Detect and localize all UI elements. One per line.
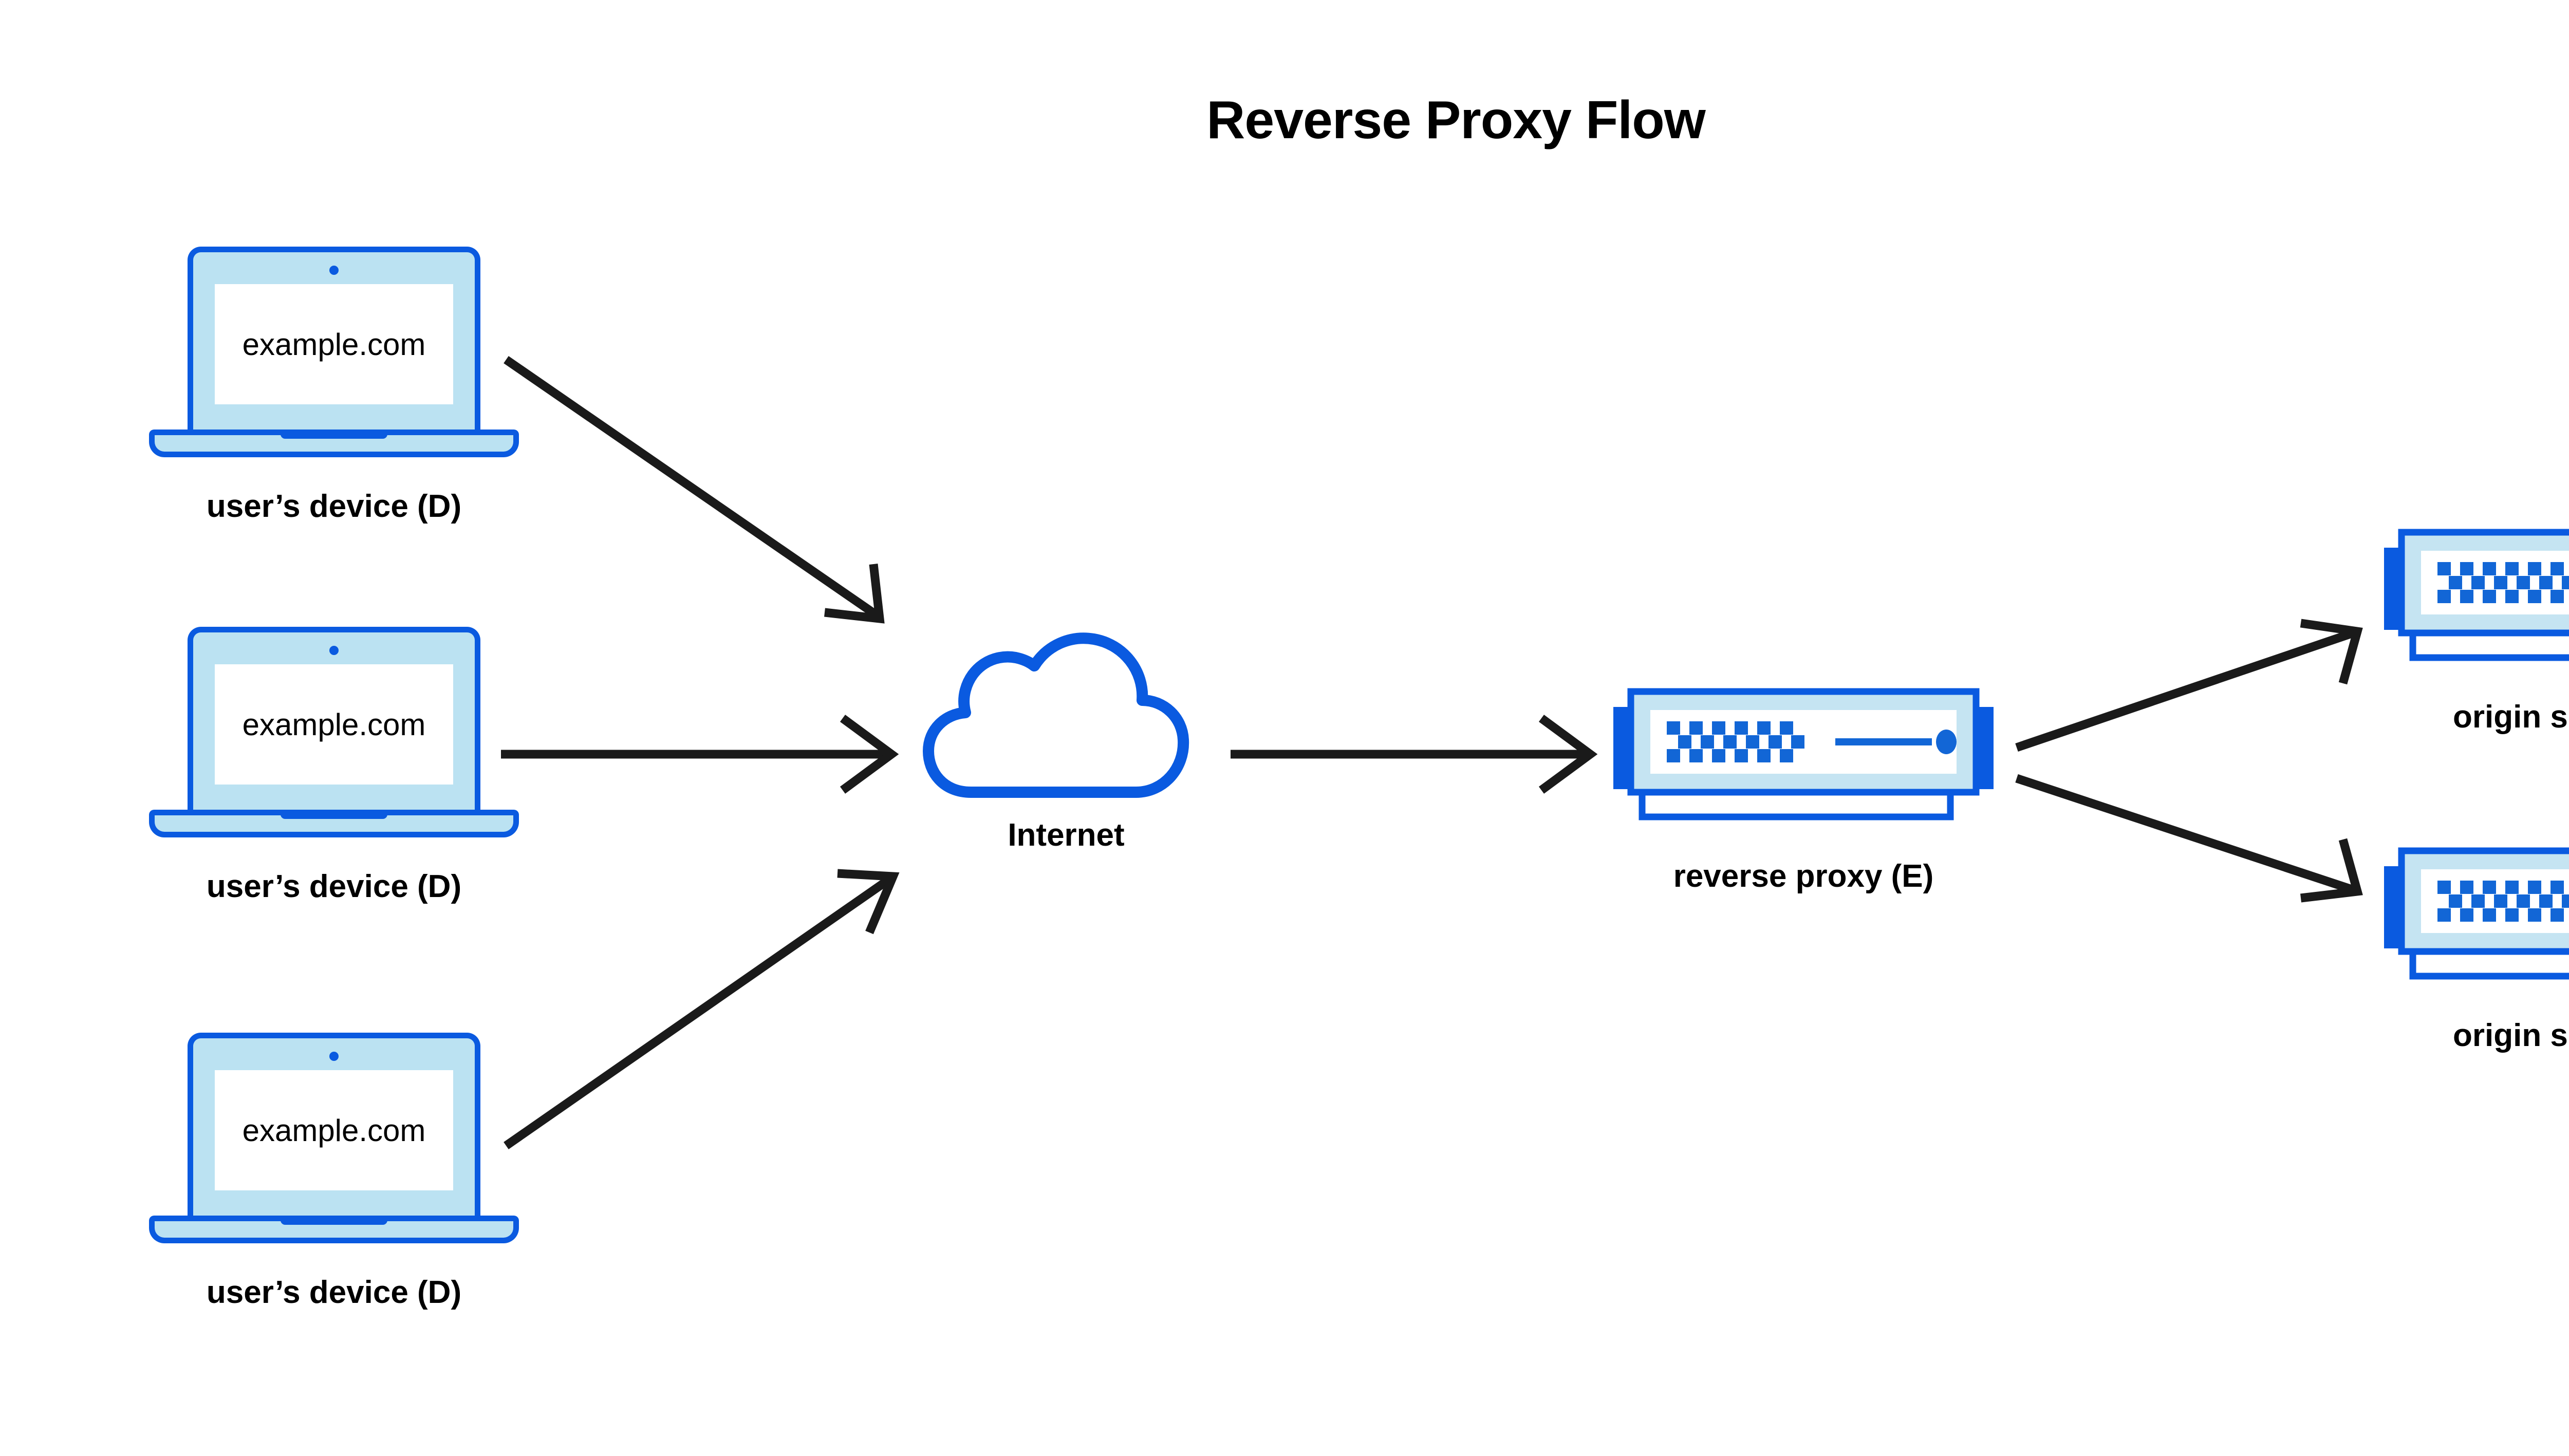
laptop-notch (281, 430, 387, 439)
laptop-lid: example.com (188, 247, 480, 437)
node-label-origin-server-2: origin server (F) (2453, 1018, 2569, 1053)
arrow-device3-to-internet (504, 869, 900, 1149)
node-label-reverse-proxy: reverse proxy (E) (1673, 858, 1934, 894)
node-label-user-device-1: user’s device (D) (206, 489, 462, 524)
laptop-screen: example.com (215, 664, 453, 785)
laptop-screen: example.com (215, 284, 453, 404)
laptop-notch (281, 810, 387, 819)
arrow-proxy-to-origin1 (2015, 619, 2363, 752)
laptop-icon: example.com (149, 1033, 519, 1248)
node-user-device-1[interactable]: example.com user’s device (D) (149, 247, 519, 524)
laptop-screen-text: example.com (242, 327, 426, 362)
laptop-screen-text: example.com (242, 1113, 426, 1148)
laptop-lid: example.com (188, 1033, 480, 1223)
node-user-device-3[interactable]: example.com user’s device (D) (149, 1033, 519, 1310)
arrow-device2-to-internet (501, 715, 899, 794)
camera-dot-icon (329, 266, 339, 275)
arrow-internet-to-proxy (1231, 715, 1598, 794)
node-user-device-2[interactable]: example.com user’s device (D) (149, 627, 519, 904)
laptop-lid: example.com (188, 627, 480, 817)
page-title: Reverse Proxy Flow (1206, 90, 1705, 150)
node-reverse-proxy[interactable]: reverse proxy (E) (1613, 683, 1994, 894)
node-label-user-device-2: user’s device (D) (206, 869, 462, 904)
node-origin-server-2[interactable]: origin server (F) (2384, 843, 2569, 1053)
node-origin-server-1[interactable]: origin server (F) (2384, 524, 2569, 735)
camera-dot-icon (329, 646, 339, 655)
laptop-icon: example.com (149, 247, 519, 462)
laptop-icon: example.com (149, 627, 519, 843)
arrow-device1-to-internet (504, 356, 885, 624)
node-label-origin-server-1: origin server (F) (2453, 699, 2569, 735)
node-label-user-device-3: user’s device (D) (206, 1275, 462, 1310)
laptop-notch (281, 1216, 387, 1225)
server-icon (1613, 683, 1994, 827)
node-internet[interactable]: Internet (922, 632, 1210, 853)
server-icon (2384, 524, 2569, 668)
cloud-icon (922, 632, 1210, 807)
camera-dot-icon (329, 1052, 339, 1061)
arrow-proxy-to-origin2 (2015, 774, 2363, 903)
node-label-internet: Internet (1008, 817, 1125, 853)
laptop-screen: example.com (215, 1070, 453, 1190)
laptop-screen-text: example.com (242, 707, 426, 742)
server-icon (2384, 843, 2569, 986)
